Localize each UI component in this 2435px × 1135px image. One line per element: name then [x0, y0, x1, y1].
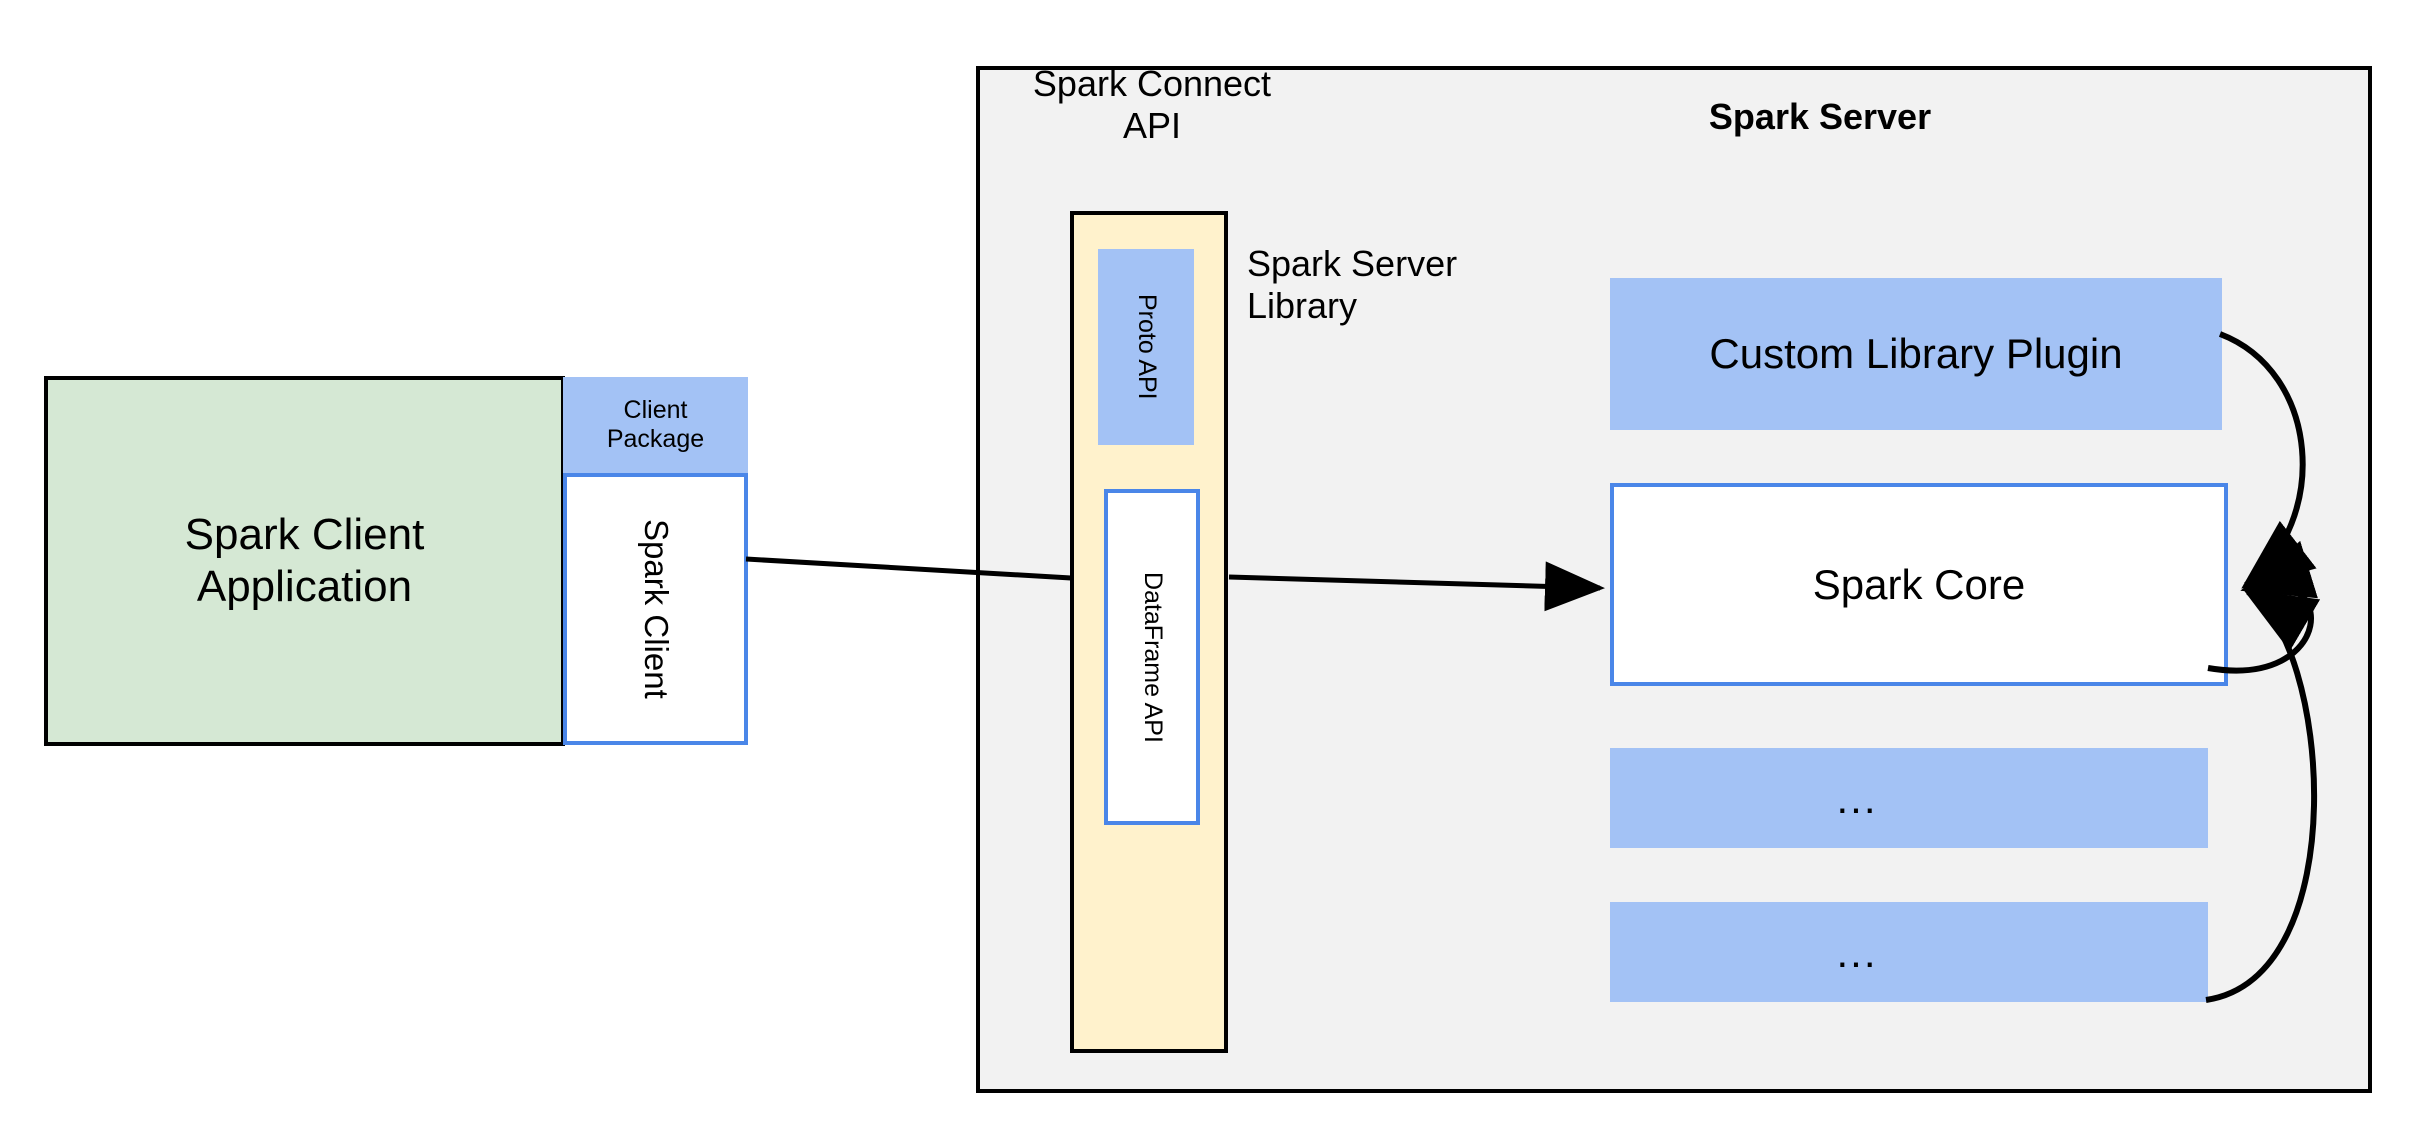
spark-server-library-label: Spark Server Library: [1247, 242, 1458, 326]
spark-client-label: Spark Client: [637, 519, 675, 699]
additional-plugin-label-1: ...: [1836, 774, 1878, 822]
custom-library-plugin-label: Custom Library Plugin: [1709, 330, 2123, 378]
spark-server-title: Spark Server: [1708, 95, 1932, 137]
spark-client-application-label: Spark Client Application: [184, 510, 425, 611]
proto-api-box[interactable]: Proto API: [1098, 249, 1194, 445]
additional-plugin-label-2: ...: [1836, 928, 1878, 976]
additional-plugin-box-2[interactable]: ...: [1610, 902, 2208, 1002]
client-package-label: Client Package: [606, 395, 705, 454]
spark-connect-api-label: Spark Connect API: [1032, 62, 1272, 146]
dataframe-api-label: DataFrame API: [1138, 571, 1167, 743]
dataframe-api-box[interactable]: DataFrame API: [1104, 489, 1200, 825]
additional-plugin-box-1[interactable]: ...: [1610, 748, 2208, 848]
spark-core-label: Spark Core: [1812, 560, 2026, 608]
client-package-box[interactable]: Client Package: [563, 377, 748, 473]
proto-api-label: Proto API: [1132, 294, 1161, 400]
spark-client-application-box[interactable]: Spark Client Application: [44, 376, 565, 746]
spark-core-box[interactable]: Spark Core: [1610, 483, 2228, 686]
spark-client-box[interactable]: Spark Client: [563, 473, 748, 745]
custom-library-plugin-box[interactable]: Custom Library Plugin: [1610, 278, 2222, 430]
